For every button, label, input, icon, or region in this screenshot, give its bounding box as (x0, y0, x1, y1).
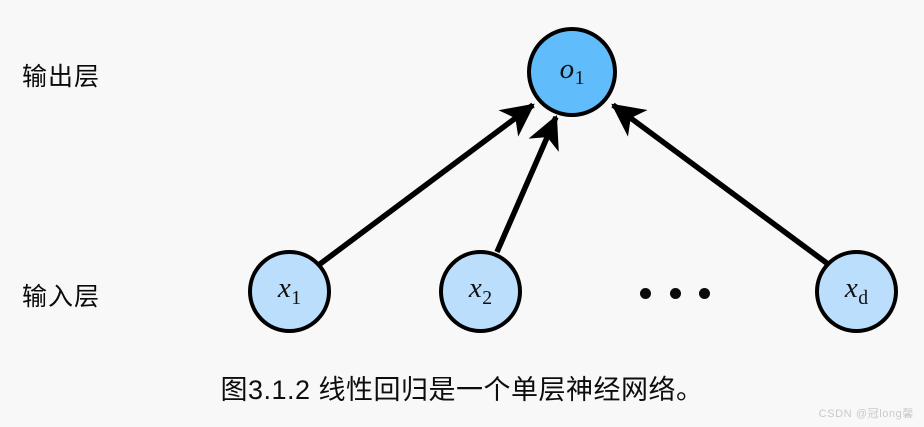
edge-xd-to-o1 (611, 102, 830, 267)
node-output-o1-subscript: 1 (574, 67, 585, 90)
edge-x2-to-o1 (494, 114, 559, 254)
node-output-o1-symbol: o (559, 52, 575, 85)
node-input-xd-label: xd (845, 274, 868, 308)
node-input-xd-subscript: d (858, 286, 869, 309)
node-input-x2-subscript: 2 (482, 286, 493, 309)
node-input-x2[interactable]: x2 (439, 250, 522, 333)
edge-x1-to-o1 (318, 102, 535, 267)
watermark: CSDN @冠long馨 (818, 408, 914, 420)
node-input-x1[interactable]: x1 (248, 250, 331, 333)
figure-caption: 图3.1.2 线性回归是一个单层神经网络。 (220, 375, 704, 405)
node-input-x1-symbol: x (277, 272, 291, 305)
node-output-o1[interactable]: o1 (527, 27, 617, 117)
node-output-o1-label: o1 (559, 52, 585, 90)
ellipsis-icon (640, 280, 710, 306)
node-input-x2-label: x2 (469, 274, 492, 308)
node-input-x1-subscript: 1 (291, 286, 302, 309)
node-input-x1-label: x1 (278, 274, 301, 308)
node-input-x2-symbol: x (468, 272, 482, 305)
input-layer-label: 输入层 (22, 283, 101, 311)
node-input-xd-symbol: x (844, 272, 858, 305)
ellipsis-dot (669, 287, 681, 299)
ellipsis-dot (640, 287, 651, 299)
ellipsis-dot (699, 287, 710, 299)
node-input-xd[interactable]: xd (815, 250, 898, 333)
output-layer-label: 输出层 (22, 63, 101, 91)
